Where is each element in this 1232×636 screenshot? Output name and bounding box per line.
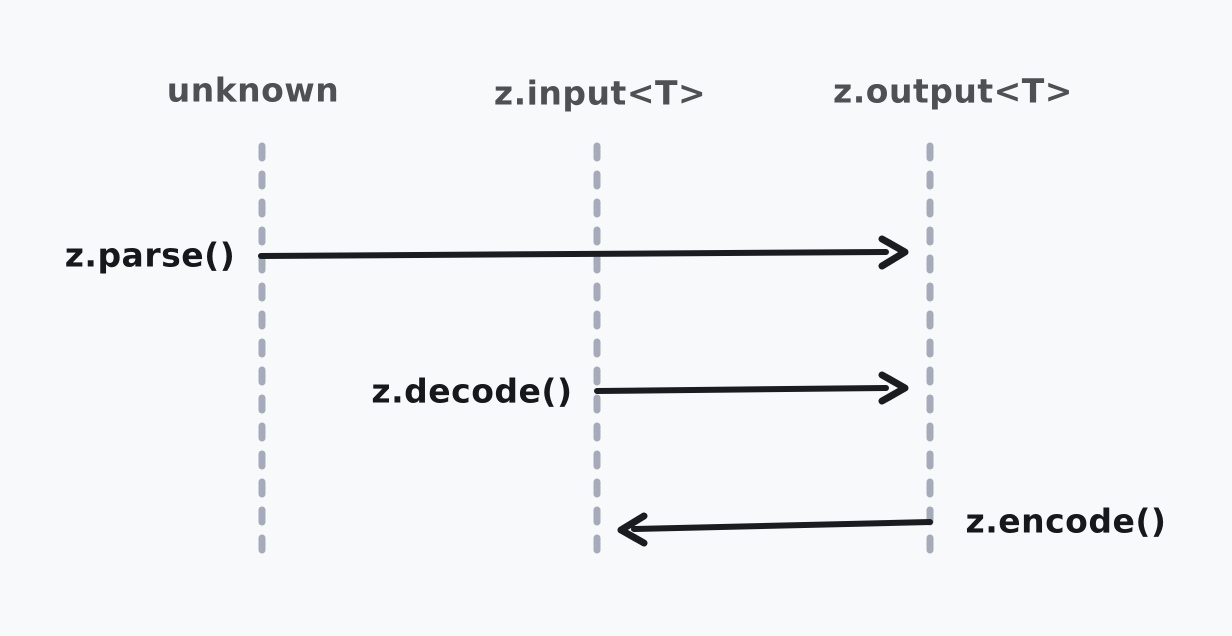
arrow-encode [617, 512, 933, 547]
lifeline-header-unknown: unknown [166, 70, 340, 110]
lifeline-header-z-output: z.output<T> [833, 71, 1073, 111]
lifeline-header-z-input: z.input<T> [493, 73, 707, 113]
message-label-encode: z.encode() [965, 501, 1167, 541]
message-label-decode: z.decode() [371, 371, 573, 411]
message-label-parse: z.parse() [64, 235, 236, 275]
arrow-decode [594, 371, 909, 405]
arrow-parse [258, 235, 909, 270]
